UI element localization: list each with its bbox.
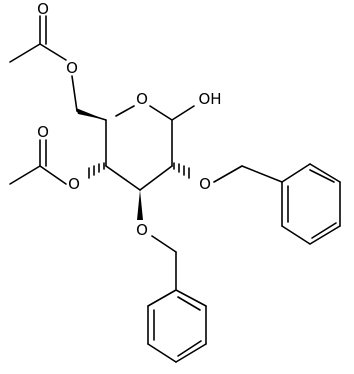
- label-carbonyl-oxygen-c6: O: [37, 0, 49, 18]
- bond-carbonyl-methyl: [9, 43, 41, 63]
- phenyl-ring-2: [147, 289, 207, 363]
- wedge-c3-o: [137, 190, 143, 220]
- hash-bond-c2-o: [173, 162, 190, 179]
- bond-c5-oring: [115, 105, 135, 117]
- label-ring-oxygen: O: [136, 90, 148, 108]
- bond-c6-oester: [71, 75, 78, 112]
- acetate-c4-group: [9, 139, 105, 185]
- benzyloxy-c2-group: [173, 162, 341, 245]
- bond-c1-oh: [171, 105, 195, 121]
- phenyl-ring-1: [281, 163, 341, 245]
- label-ether-oxygen-c2: O: [199, 175, 211, 193]
- bond-oester4-carbonyl: [39, 165, 67, 185]
- bond-c2-c3: [139, 165, 173, 191]
- bond-oring-c1: [149, 105, 173, 121]
- acetate-c6-group: [9, 15, 107, 121]
- pyranose-ring: [105, 105, 173, 191]
- bond-oether2-ch2: [213, 165, 243, 183]
- label-hydroxyl: OH: [198, 90, 221, 108]
- label-ester-oxygen-c4: O: [68, 175, 80, 193]
- bond-c3-c4: [105, 165, 141, 191]
- benzyloxy-c3-group: [137, 190, 207, 363]
- bond-c5-c6: [76, 110, 107, 121]
- bond-oester-carbonyl: [39, 43, 67, 61]
- label-ether-oxygen-c3: O: [136, 221, 148, 239]
- label-ester-oxygen-c6: O: [66, 59, 78, 77]
- bond-carbonyl4-methyl: [9, 165, 41, 185]
- bond-oether3-ch2: [151, 235, 177, 253]
- hash-bond-c4-o: [88, 162, 105, 179]
- label-carbonyl-oxygen-c4: O: [37, 123, 49, 141]
- bond-ch2-phenyl1: [241, 165, 283, 183]
